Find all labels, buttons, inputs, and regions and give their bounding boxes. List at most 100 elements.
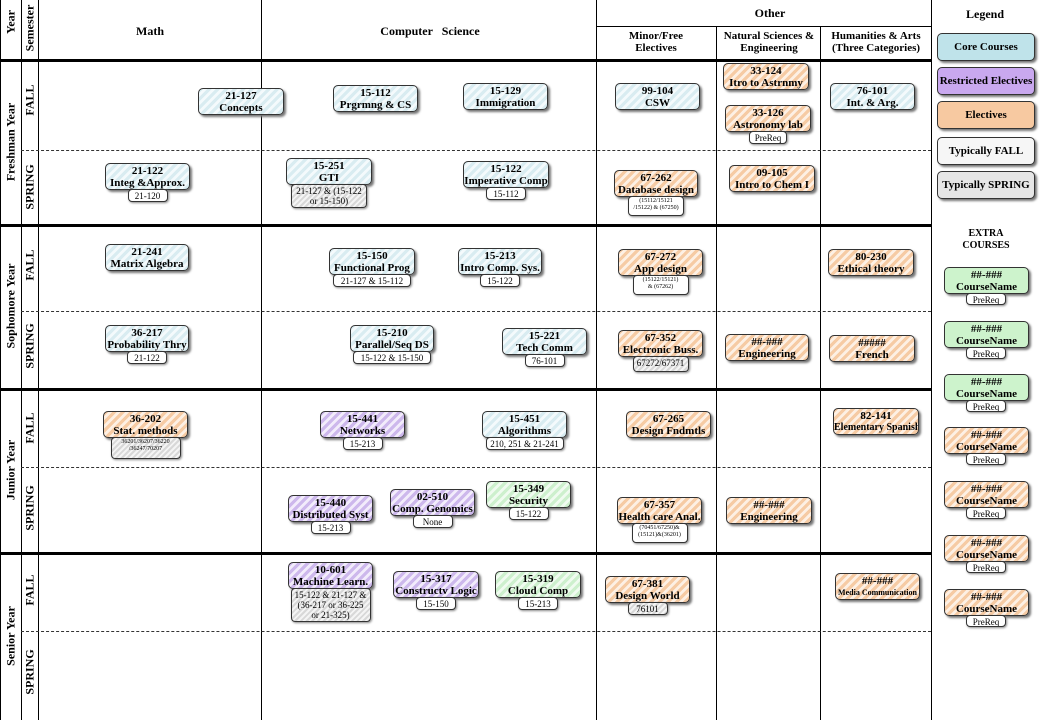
course-french[interactable]: #####French (829, 335, 915, 362)
sem-spring: SPRING (22, 485, 37, 531)
prereq-label: PreReq (966, 400, 1006, 412)
course-media[interactable]: ##-###Media Communication (835, 573, 920, 600)
course-name: Astronomy lab (733, 119, 803, 131)
course-name: Itro to Astrnmy (729, 77, 803, 89)
prereq-label: 76-101 (524, 354, 565, 367)
extra-course[interactable]: ##-###CourseName (944, 589, 1029, 616)
course-name: CourseName (955, 603, 1018, 615)
prereq-label: 21-127 & (15-122 or 15-150) (291, 184, 367, 208)
course-code: 67-352 (644, 332, 677, 344)
course-eng1[interactable]: ##-###Engineering (725, 334, 809, 361)
prereq-label: 21-120 (127, 189, 168, 202)
course-code: 67-381 (631, 578, 664, 590)
course-code: ##-### (753, 499, 785, 511)
natsci-header: Natural Sciences & Engineering (723, 30, 815, 54)
prereq-label: 21-127 & 15-112 (333, 274, 411, 287)
course-name: Design Fndmtls (631, 425, 706, 437)
extra-course[interactable]: ##-###CourseName (944, 481, 1029, 508)
course-code: ##-### (970, 537, 1003, 549)
year-header: Year (3, 10, 18, 34)
extra-course[interactable]: ##-###CourseName (944, 321, 1029, 348)
course-code: ##-### (970, 376, 1003, 388)
course-code: 99-104 (641, 85, 674, 97)
prereq-label: PreReq (966, 561, 1006, 573)
prereq-label: (15112/15121 /15122) & (67250) (628, 196, 684, 216)
prereq-label: PreReq (966, 293, 1006, 305)
extra-course[interactable]: ##-###CourseName (944, 374, 1029, 401)
course-code: 15-349 (512, 483, 545, 495)
course-name: Probability Thry (107, 339, 187, 351)
course-code: ##-### (970, 269, 1003, 281)
extra-course[interactable]: ##-###CourseName (944, 427, 1029, 454)
course-name: Tech Comm (516, 342, 573, 354)
course-code: ##-### (970, 483, 1003, 495)
extra-course[interactable]: ##-###CourseName (944, 535, 1029, 562)
course-eng2[interactable]: ##-###Engineering (726, 497, 812, 524)
prereq-label: 15-122 & 21-127 & (36-217 or 36-225 or 2… (290, 588, 371, 622)
course-name: Distributed Syst (292, 509, 369, 521)
course-code: ##### (858, 337, 886, 349)
course-code: 15-129 (489, 85, 522, 97)
prereq-label: 210, 251 & 21-241 (485, 437, 564, 450)
legend-fall: Typically FALL (937, 137, 1035, 165)
sem-fall: FALL (22, 84, 37, 116)
course-name: Health care Anal. (618, 511, 701, 523)
course-name: Int. & Arg. (846, 97, 899, 109)
prereq-label: 15-112 (486, 187, 526, 200)
course-name: Ethical theory (837, 263, 905, 275)
course-code: 67-357 (643, 499, 676, 511)
course-code: 15-317 (420, 573, 452, 585)
course-code: 36-202 (129, 413, 162, 425)
cs-header: Computer Science (380, 24, 480, 38)
prereq-label: 15-150 (416, 597, 456, 610)
course-name: Immigration (475, 97, 536, 109)
math-header: Math (136, 24, 164, 38)
hum-header: Humanities & Arts (Three Categories) (831, 30, 921, 54)
course-name: Prgrmng & CS (339, 99, 412, 111)
course-code: ##-### (970, 429, 1003, 441)
course-name: Networks (339, 425, 386, 437)
course-code: 80-230 (855, 251, 887, 263)
course-name: Imperative Comp (464, 175, 548, 187)
course-code: 33-124 (750, 65, 782, 77)
course-code: 15-440 (314, 497, 347, 509)
course-name: Engineering (738, 348, 796, 360)
prereq-label: PreReq (966, 347, 1006, 359)
course-name: CSW (644, 97, 671, 109)
extra-course[interactable]: ##-###CourseName (944, 267, 1029, 294)
